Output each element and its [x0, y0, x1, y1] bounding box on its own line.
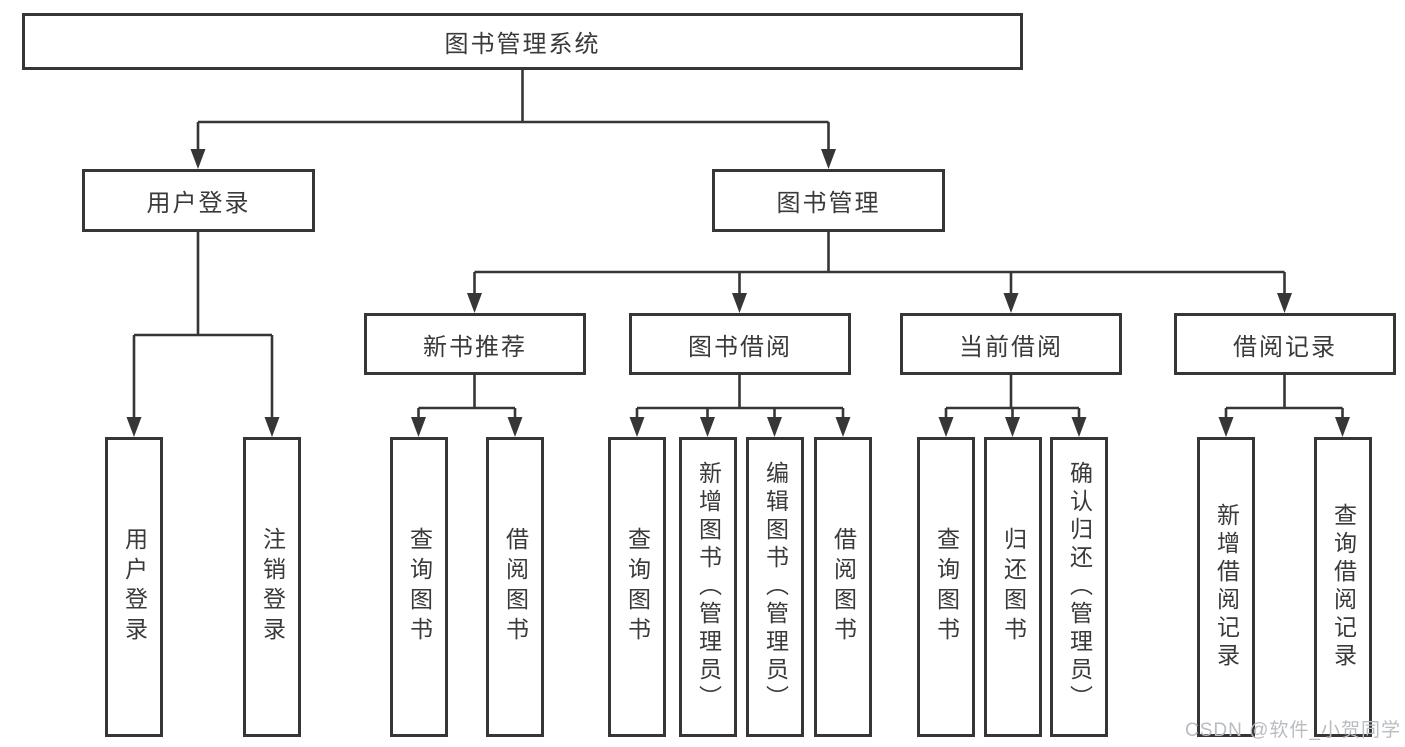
leaf-query-books: 查询图书 — [390, 437, 448, 737]
node-label: 当前借阅 — [959, 333, 1063, 361]
leaf-return-books: 归还图书 — [984, 437, 1042, 737]
leaf-label: 借阅图书 — [830, 527, 857, 647]
node-user-login: 用户登录 — [82, 169, 315, 232]
leaf-label: 新增借阅记录 — [1213, 503, 1240, 671]
node-new-book-recommendation: 新书推荐 — [364, 313, 586, 375]
node-label: 借阅记录 — [1233, 333, 1337, 361]
node-label: 图书管理系统 — [444, 31, 601, 58]
leaf-confirm-return-admin: 确认归还（管理员） — [1050, 437, 1108, 737]
leaf-label: 用户登录 — [121, 527, 148, 647]
leaf-label: 借阅图书 — [502, 527, 529, 647]
leaf-label: 编辑图书（管理员） — [762, 461, 789, 713]
leaf-label: 新增图书（管理员） — [695, 461, 722, 713]
leaf-label: 查询图书 — [406, 527, 433, 647]
arrowheads — [126, 149, 1350, 437]
node-label: 图书借阅 — [688, 333, 792, 361]
node-label: 新书推荐 — [423, 333, 527, 361]
leaf-user-login: 用户登录 — [105, 437, 163, 737]
leaf-label: 归还图书 — [1000, 527, 1027, 647]
leaf-query-borrow-record: 查询借阅记录 — [1314, 437, 1372, 737]
leaf-query-books: 查询图书 — [608, 437, 666, 737]
leaf-label: 查询图书 — [624, 527, 651, 647]
leaf-logout: 注销登录 — [243, 437, 301, 737]
leaf-label: 查询图书 — [933, 527, 960, 647]
leaf-query-books: 查询图书 — [917, 437, 975, 737]
leaf-label: 查询借阅记录 — [1330, 503, 1357, 671]
leaf-add-books-admin: 新增图书（管理员） — [679, 437, 737, 737]
leaf-label: 确认归还（管理员） — [1066, 461, 1093, 713]
leaf-borrow-books: 借阅图书 — [814, 437, 872, 737]
leaf-edit-books-admin: 编辑图书（管理员） — [746, 437, 804, 737]
node-book-borrowing: 图书借阅 — [629, 313, 851, 375]
leaf-borrow-books: 借阅图书 — [486, 437, 544, 737]
node-borrowing-records: 借阅记录 — [1174, 313, 1396, 375]
leaf-label: 注销登录 — [259, 527, 286, 647]
csdn-watermark: CSDN @软件_小贺同学 — [1185, 720, 1401, 741]
node-current-borrowing: 当前借阅 — [900, 313, 1122, 375]
node-label: 图书管理 — [776, 190, 881, 217]
node-library-management-system: 图书管理系统 — [22, 13, 1023, 70]
node-label: 用户登录 — [146, 190, 251, 217]
leaf-add-borrow-record: 新增借阅记录 — [1197, 437, 1255, 737]
node-book-management: 图书管理 — [712, 169, 945, 232]
